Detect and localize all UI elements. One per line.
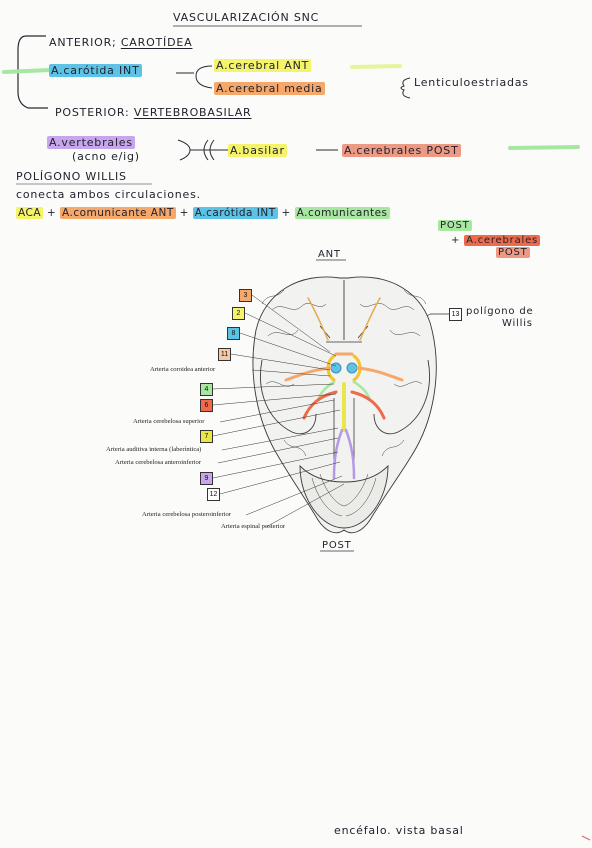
label-arteria-cerebelosa-superior: Arteria cerebelosa superior (133, 418, 205, 425)
label-box-4: 4 (200, 383, 213, 396)
carotidea-label: CAROTÍDEA (120, 36, 193, 49)
anterior-heading: ANTERIOR; CAROTÍDEA (49, 36, 193, 49)
label-box-12: 12 (207, 488, 220, 501)
vertebrales-label: A.vertebrales (47, 136, 135, 149)
cerebrales-post-label: A.cerebrales POST (342, 144, 461, 157)
cerebral-ant-item: A.cerebral ANT (214, 59, 312, 72)
posterior-orientation-label: POST (322, 540, 352, 551)
vertebrobasilar-label: VERTEBROBASILAR (133, 106, 252, 119)
vertebrales-item: A.vertebrales (47, 136, 135, 149)
label-box-7: 7 (200, 430, 213, 443)
footer-caption: encéfalo. vista basal (334, 824, 464, 837)
label-arteria-auditiva-interna: Arteria auditiva interna (laberíntica) (106, 446, 202, 453)
label-arteria-coroidea-anterior: Arteria coroidea anterior (150, 366, 216, 373)
formula-carotida-int: A.carótida INT (192, 207, 278, 219)
poligono-description: conecta ambos circulaciones. (16, 188, 201, 201)
poligono-note-line-2: Willis (502, 318, 533, 329)
anterior-label: ANTERIOR (49, 36, 113, 49)
label-box-6: 6 (200, 399, 213, 412)
poligono-note-line-1: polígono de (466, 306, 534, 317)
label-arteria-cerebelosa-anteroinferior: Arteria cerebelosa anteroinferior (115, 459, 202, 466)
formula-cerebrales-post-2: POST (496, 247, 530, 258)
formula-comunicantes-post: A.comunicantes (294, 207, 390, 219)
label-box-13: 13 (449, 308, 462, 321)
label-arteria-cerebelosa-posteroinferior: Arteria cerebelosa posteroinferior (142, 511, 231, 518)
posterior-heading: POSTERIOR: VERTEBROBASILAR (55, 106, 252, 119)
basilar-item: A.basilar (228, 144, 287, 157)
label-arteria-espinal-posterior: Arteria espinal posterior (221, 523, 286, 530)
cerebral-media-item: A.cerebral media (214, 82, 325, 95)
carotida-int-label: A.carótida INT (49, 64, 142, 77)
formula-comunicantes-post-2: POST (438, 220, 472, 231)
cerebral-media-label: A.cerebral media (214, 82, 325, 95)
label-box-3: 3 (239, 289, 252, 302)
willis-formula: ACA + A.comunicante ANT + A.carótida INT… (16, 207, 390, 219)
lenticuloestriadas-label: Lenticuloestriadas (414, 76, 529, 89)
label-box-2: 2 (232, 307, 245, 320)
poligono-title: POLÍGONO WILLIS (16, 170, 127, 183)
basilar-label: A.basilar (228, 144, 287, 157)
formula-aca: ACA (16, 207, 44, 219)
formula-comunicante-ant: A.comunicante ANT (60, 207, 176, 219)
anterior-orientation-label: ANT (318, 249, 341, 260)
formula-cerebrales-post: + A.cerebrales (451, 235, 541, 246)
label-box-11: 11 (218, 348, 231, 361)
carotida-int-item: A.carótida INT (49, 64, 142, 77)
cerebral-ant-label: A.cerebral ANT (214, 59, 312, 72)
label-box-8: 8 (227, 327, 240, 340)
page-title: VASCULARIZACIÓN SNC (173, 11, 320, 24)
label-box-9: 9 (200, 472, 213, 485)
vertebrales-note: (acno e/ig) (72, 150, 140, 163)
cerebrales-post-item: A.cerebrales POST (342, 144, 461, 157)
posterior-label: POSTERIOR (55, 106, 125, 119)
